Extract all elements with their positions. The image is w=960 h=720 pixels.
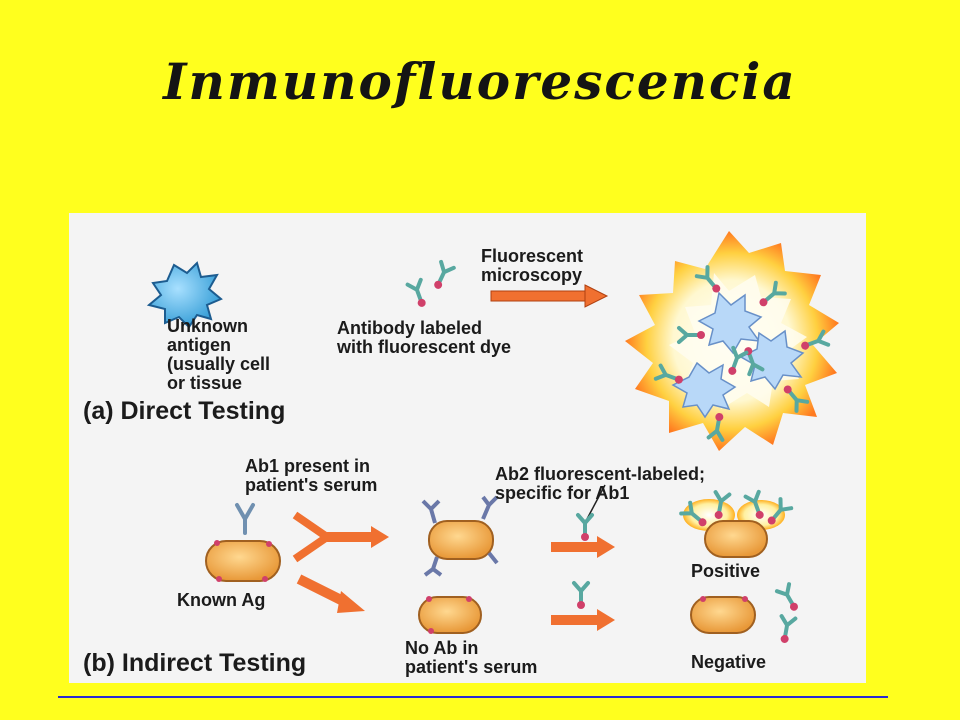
ab2-antibody-bottom <box>572 581 590 611</box>
negative-cell <box>690 582 805 647</box>
negative-label: Negative <box>691 652 767 672</box>
negative-path-arrow <box>296 574 365 613</box>
microscopy-arrow <box>490 284 609 308</box>
microscopy-label: Fluorescent microscopy <box>481 246 584 285</box>
no-ab-label: No Ab in patient's serum <box>405 638 538 677</box>
fluorescent-glow <box>625 231 839 451</box>
diagram-graphics <box>146 231 839 647</box>
slide-title: Inmunofluorescencia <box>163 52 797 111</box>
positive-label: Positive <box>691 561 761 581</box>
ab2-arrow-top <box>551 536 615 558</box>
bottom-rule <box>58 696 888 698</box>
labeled-antibody <box>405 259 456 312</box>
ab1-label: Ab1 present in patient's serum <box>245 456 378 495</box>
ab1-antibody <box>235 503 255 535</box>
ab2-arrow-bottom <box>551 609 615 631</box>
ab2-label: Ab2 fluorescent-labeled; specific for Ab… <box>495 464 706 503</box>
ab1-binding-arrow <box>292 511 389 563</box>
antigen-label: Unknown antigen (usually cell or tissue <box>167 316 271 393</box>
known-ag-label: Known Ag <box>177 590 266 610</box>
ab2-antibody-top <box>576 484 606 543</box>
unknown-antigen <box>146 261 223 329</box>
diagram-panel: Unknown antigen (usually cell or tissue … <box>69 213 866 683</box>
no-ab-cell <box>418 596 482 634</box>
antibody-bound-cell <box>421 495 499 577</box>
indirect-testing-title: (b) Indirect Testing <box>83 649 307 677</box>
antibody-label: Antibody labeled with fluorescent dye <box>337 318 512 357</box>
direct-testing-title: (a) Direct Testing <box>83 397 286 425</box>
known-ag-cell <box>205 540 281 582</box>
positive-cell <box>679 489 794 558</box>
